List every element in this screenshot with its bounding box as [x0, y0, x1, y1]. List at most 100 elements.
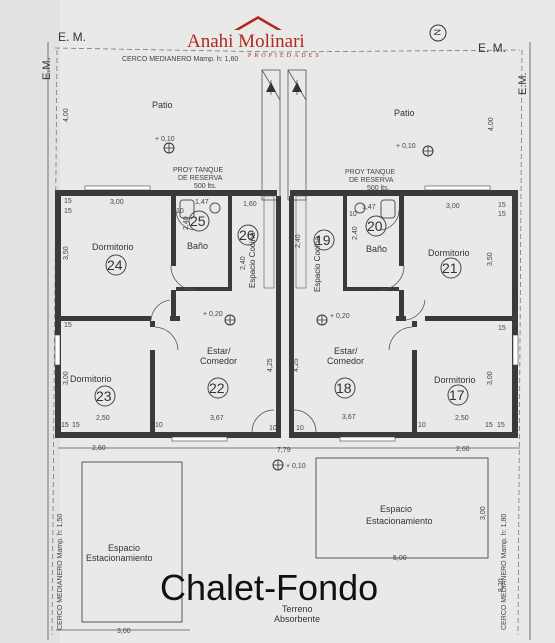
estar-right-line1: Estar/	[334, 346, 358, 356]
dim-10-d: 10	[269, 425, 277, 432]
windows	[54, 185, 519, 442]
dim-10-e: 10	[296, 425, 304, 432]
estar-left-line1: Estar/	[207, 346, 231, 356]
cerco-label-right: CERCO MEDIANERO Mamp. h: 1,80	[501, 514, 508, 630]
dim-3-00-e: 3,00	[480, 506, 487, 520]
terreno-line2: Absorbente	[274, 614, 320, 624]
tank-left-line3: 500 lts.	[194, 183, 217, 190]
dorm-17-label: Dormitorio	[434, 375, 476, 385]
dim-3-00-c: 3,00	[63, 371, 70, 385]
dorm-21-label: Dormitorio	[428, 248, 470, 258]
dim-15-e: 15	[64, 322, 72, 329]
dim-5-00: 5,00	[393, 555, 407, 562]
level-bottom: + 0,10	[286, 463, 306, 470]
bano-right-label: Baño	[366, 244, 387, 254]
em-vertical-right: E.M.	[517, 72, 529, 95]
room-number-19: 19	[313, 229, 335, 251]
room-number-24: 24	[105, 254, 127, 276]
dim-15-g: 15	[61, 422, 69, 429]
dim-3-50-a: 3,50	[63, 246, 70, 260]
dim-10-a: 10	[176, 208, 184, 215]
room-number-22-text: 22	[209, 380, 225, 396]
level-estar-right: + 0,20	[330, 313, 350, 320]
tank-right-line3: 500 lts.	[367, 185, 390, 192]
brand-logo: Anahi Molinari PROPIEDADES	[187, 16, 322, 59]
room-number-25-text: 25	[190, 213, 206, 229]
patio-left-label: Patio	[152, 100, 173, 110]
logo-name: Anahi Molinari	[187, 31, 305, 52]
cocina-left-label: Espacio Cocina	[248, 232, 257, 288]
em-label-left: E. M.	[58, 30, 86, 44]
cerco-label-top: CERCO MEDIANERO Mamp. h: 1,60	[122, 56, 238, 63]
em-vertical-left: E.M.	[41, 57, 53, 80]
dim-8-20: 8,20	[498, 578, 505, 592]
bathroom-fixtures	[179, 199, 396, 219]
dim-2-50-b: 2,50	[455, 415, 469, 422]
room-number-20: 20	[365, 215, 387, 237]
dim-15-h: 15	[72, 422, 80, 429]
room-number-26: 26	[237, 224, 259, 246]
dim-2-50-a: 2,50	[96, 415, 110, 422]
dim-3-00-f: 3,00	[117, 628, 131, 635]
north-arrow-icon: N	[429, 24, 447, 42]
north-label: N	[432, 29, 442, 36]
dim-3-50-b: 3,50	[487, 252, 494, 266]
patio-right-label: Patio	[394, 108, 415, 118]
logo-subtitle: PROPIEDADES	[248, 53, 322, 59]
parking-left-line1: Espacio	[108, 543, 140, 553]
dim-2-40-c: 2,40	[295, 234, 302, 248]
estar-right-line2: Comedor	[327, 356, 364, 366]
dim-10-f: 10	[418, 422, 426, 429]
room-number-19-text: 19	[315, 232, 331, 248]
dim-3-00-b: 3,00	[446, 203, 460, 210]
dim-15-c: 15	[498, 202, 506, 209]
room-number-25: 25	[188, 210, 210, 232]
dim-10-b: 10	[349, 211, 357, 218]
dim-15-f: 15	[498, 325, 506, 332]
dimensions: 3,00 1,47 1,60 1,47 3,00 15 15 10 10 15 …	[61, 108, 519, 635]
dim-3-00-d: 3,00	[487, 371, 494, 385]
dim-4-00-a: 4,00	[63, 108, 70, 122]
cerco-label-left: CERCO MEDIANERO Mamp. h: 1,50	[57, 514, 64, 630]
room-number-23: 23	[94, 385, 116, 407]
room-number-26-text: 26	[239, 227, 255, 243]
dim-10-c: 10	[155, 422, 163, 429]
level-patio-right: + 0,10	[396, 143, 416, 150]
room-number-22: 22	[207, 377, 229, 399]
room-number-20-text: 20	[367, 218, 383, 234]
dim-15-b: 15	[64, 208, 72, 215]
parking-areas	[56, 447, 520, 631]
caption-text: Chalet-Fondo	[160, 567, 378, 608]
dim-15-i: 15	[485, 422, 493, 429]
room-number-24-text: 24	[107, 257, 123, 273]
dim-15-a: 15	[64, 198, 72, 205]
dim-3-00-a: 3,00	[110, 199, 124, 206]
parking-right-line1: Espacio	[380, 504, 412, 514]
dorm-24-label: Dormitorio	[92, 242, 134, 252]
level-markers	[163, 142, 434, 471]
paper-shade-left	[0, 0, 60, 643]
dim-2-40-d: 2,40	[352, 226, 359, 240]
room-number-18: 18	[334, 377, 356, 399]
terreno-line1: Terreno	[282, 604, 313, 614]
bano-left-label: Baño	[187, 241, 208, 251]
dim-2-40-a: 2,40	[183, 216, 190, 230]
dim-2-60-a: 2,60	[92, 445, 106, 452]
door-swings	[150, 209, 426, 433]
parking-left-line2: Estacionamiento	[86, 553, 153, 563]
dorm-23-label: Dormitorio	[70, 374, 112, 384]
em-label-right: E. M.	[478, 41, 506, 55]
walls	[55, 190, 518, 438]
lot-boundary	[47, 42, 531, 640]
dim-8-90: 8,90	[512, 312, 519, 326]
level-estar-left: + 0,20	[203, 311, 223, 318]
house-roof-icon	[234, 16, 282, 30]
level-patio-left: + 0,10	[155, 136, 175, 143]
central-shaft	[261, 69, 307, 201]
dim-15-d: 15	[498, 211, 506, 218]
dim-1-47-b: 1,47	[362, 204, 376, 211]
estar-left-line2: Comedor	[200, 356, 237, 366]
dim-4-25-a: 4,25	[267, 358, 274, 372]
dim-3-67-a: 3,67	[210, 415, 224, 422]
dim-1-47-a: 1,47	[195, 199, 209, 206]
